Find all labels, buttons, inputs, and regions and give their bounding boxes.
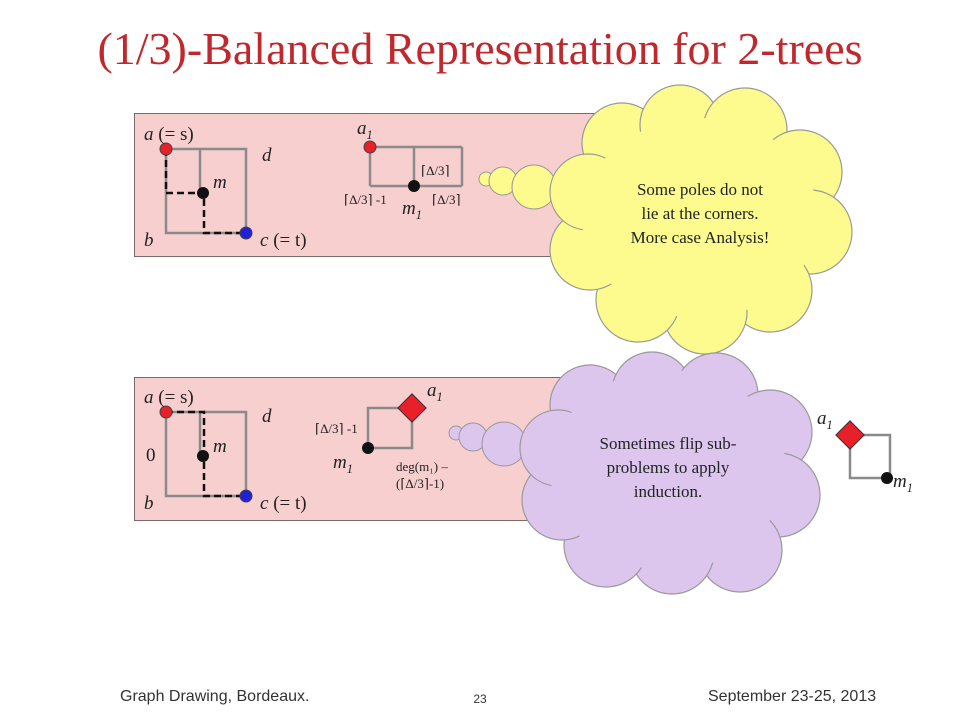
- top-label-b: b: [144, 230, 154, 251]
- top-label-ceil-top: ⌈Δ/3⌉: [421, 163, 450, 178]
- right-label-a1: a1: [817, 408, 833, 432]
- top-label-c: c (= t): [260, 230, 307, 251]
- bottom-label-a1: a1: [427, 380, 443, 404]
- right-node-m1: [881, 472, 893, 484]
- top-main-drawing: [159, 142, 253, 240]
- bottom-cloud-shape: [519, 351, 821, 595]
- top-label-ceil-right: ⌈Δ/3⌉: [432, 192, 461, 207]
- top-cloud-shape: [549, 84, 853, 355]
- top-cloud-line-1: Some poles do not: [636, 180, 764, 199]
- bottom-dashed-path: [166, 410, 246, 498]
- slide-title: (1/3)-Balanced Representation for 2-tree…: [97, 23, 863, 74]
- bottom-bubble-large: [481, 421, 527, 467]
- page-number: 23: [473, 692, 487, 706]
- bottom-label-zero: 0: [146, 445, 156, 466]
- top-node-a: [159, 142, 173, 156]
- top-cloud-text: Some poles do not lie at the corners. Mo…: [590, 178, 810, 250]
- top-label-m1: m1: [402, 198, 422, 222]
- bottom-label-d: d: [262, 406, 272, 427]
- top-node-a1: [363, 140, 377, 154]
- bottom-label-m1: m1: [333, 452, 353, 476]
- right-node-a1: [835, 420, 865, 450]
- bottom-node-a: [159, 405, 173, 419]
- top-label-a1: a1: [357, 118, 373, 142]
- bottom-cloud-line-1: Sometimes flip sub-: [599, 434, 737, 453]
- bottom-cloud-line-3: induction.: [633, 482, 703, 501]
- top-label-ceil-left: ⌈Δ/3⌉ -1: [344, 192, 387, 207]
- bottom-label-b: b: [144, 493, 154, 514]
- bottom-label-m: m: [213, 436, 227, 457]
- bottom-main-drawing: [159, 405, 253, 503]
- bottom-cloud-text: Sometimes flip sub- problems to apply in…: [554, 432, 782, 504]
- top-label-d: d: [262, 145, 272, 166]
- right-flipped-drawing: [835, 420, 893, 484]
- bottom-node-m1: [362, 442, 374, 454]
- bottom-label-a: a (= s): [144, 387, 194, 408]
- top-node-c: [239, 226, 253, 240]
- top-subproblem-drawing: [363, 140, 464, 192]
- footer-date: September 23-25, 2013: [708, 688, 877, 705]
- bottom-label-ceil-left: ⌈Δ/3⌉ -1: [315, 421, 358, 436]
- bottom-node-c: [239, 489, 253, 503]
- bottom-thought-bubbles: [448, 421, 527, 467]
- bottom-label-deg-line2: (⌈Δ/3⌉-1): [396, 476, 445, 491]
- footer-venue: Graph Drawing, Bordeaux.: [120, 688, 310, 705]
- top-cloud-line-2: lie at the corners.: [641, 204, 759, 223]
- bottom-label-deg-line1: deg(m₁) –: [396, 459, 448, 474]
- top-node-m: [197, 187, 209, 199]
- bottom-cloud-line-2: problems to apply: [606, 458, 730, 477]
- bottom-node-a1: [397, 393, 427, 423]
- right-label-m1: m1: [893, 471, 913, 495]
- top-node-m1: [408, 180, 420, 192]
- top-label-m: m: [213, 172, 227, 193]
- top-cloud-line-3: More case Analysis!: [630, 228, 770, 247]
- bottom-subproblem-drawing: [362, 393, 427, 454]
- bottom-node-m: [197, 450, 209, 462]
- top-label-a: a (= s): [144, 124, 194, 145]
- bottom-label-c: c (= t): [260, 493, 307, 514]
